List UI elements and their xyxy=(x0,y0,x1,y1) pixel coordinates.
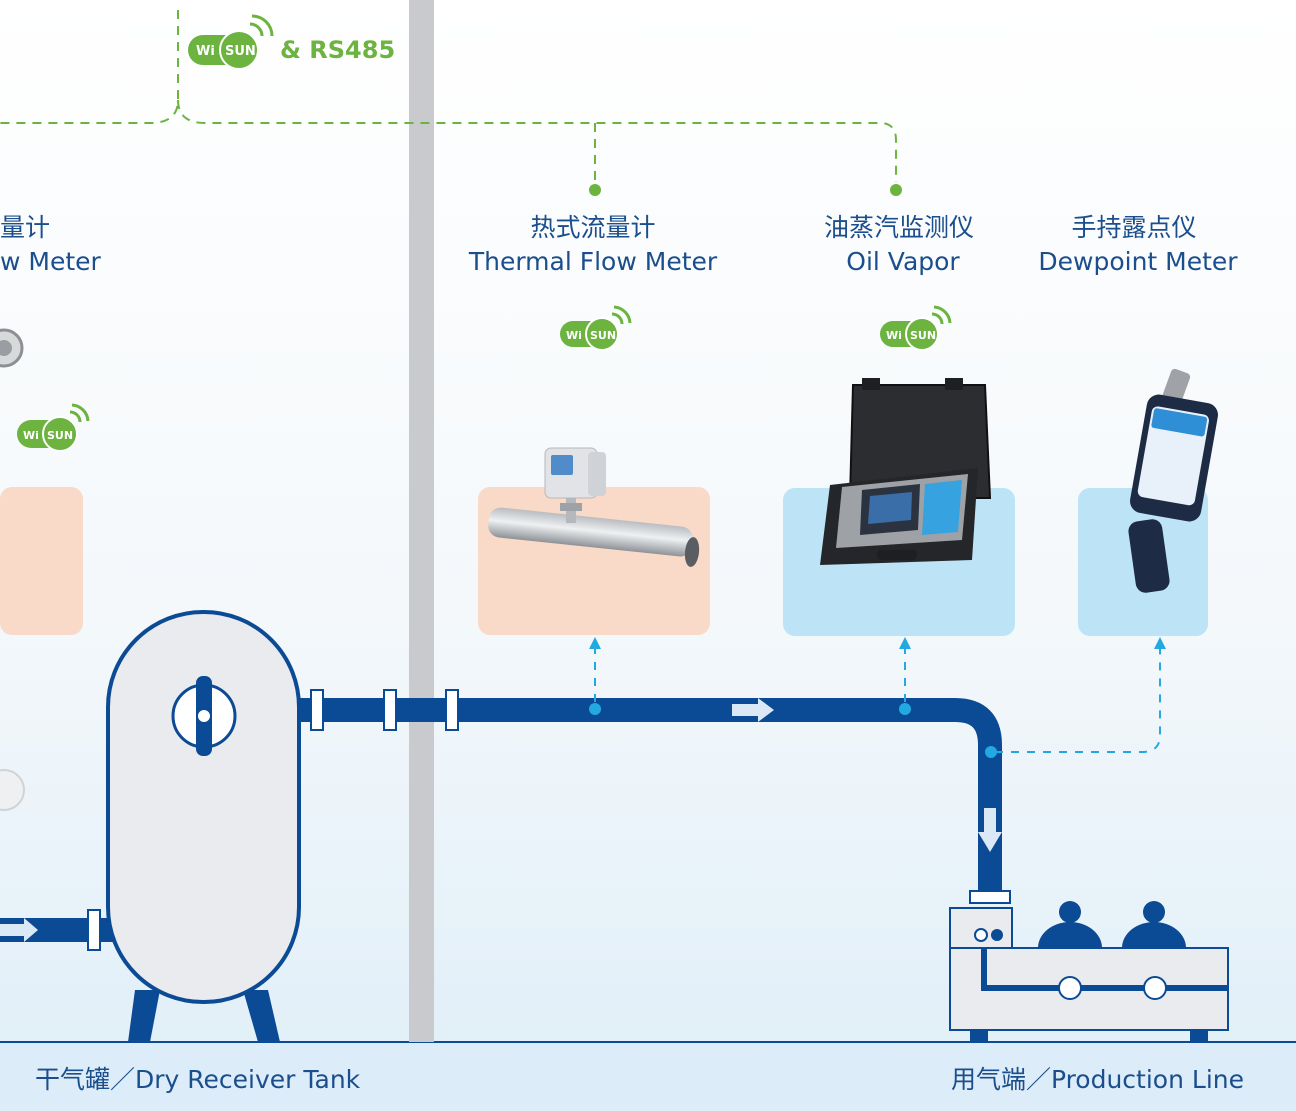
measurement-lines xyxy=(594,646,1161,753)
wisun-badge-thermal: Wi SUN xyxy=(560,305,632,351)
dewpoint-handheld-image xyxy=(1128,368,1218,593)
left-device-label-cn: 量计 xyxy=(0,213,50,242)
thermal-flow-meter-image xyxy=(488,447,700,567)
svg-text:SUN: SUN xyxy=(590,329,616,342)
oilvapor-label-en: Oil Vapor xyxy=(846,247,960,276)
operator-icon xyxy=(1038,901,1186,948)
network-lines xyxy=(0,10,897,182)
network-node-oilvapor xyxy=(890,184,902,196)
svg-text:SUN: SUN xyxy=(910,329,936,342)
oilvapor-label-cn: 油蒸汽监测仪 xyxy=(824,213,974,242)
floor-band xyxy=(0,1042,1296,1111)
left-device-label-en: w Meter xyxy=(0,247,102,276)
measurement-arrows xyxy=(589,637,1166,649)
dry-receiver-tank xyxy=(106,610,301,1042)
wisun-badge-oilvapor: Wi SUN xyxy=(880,305,952,351)
measurement-points xyxy=(589,703,997,758)
thermal-label-en: Thermal Flow Meter xyxy=(468,247,718,276)
tank-label: 干气罐／Dry Receiver Tank xyxy=(35,1065,361,1094)
svg-text:Wi: Wi xyxy=(566,329,582,342)
left-device-panel xyxy=(0,487,83,635)
divider-wall xyxy=(409,0,434,1042)
left-device-sensor xyxy=(0,328,25,811)
network-node-thermal xyxy=(589,184,601,196)
svg-text:SUN: SUN xyxy=(47,429,73,442)
dewpoint-label-cn: 手持露点仪 xyxy=(1071,213,1196,242)
svg-text:SUN: SUN xyxy=(225,44,256,59)
dewpoint-label-en: Dewpoint Meter xyxy=(1038,247,1238,276)
flow-arrow-icon xyxy=(0,698,1002,942)
pipe-flanges xyxy=(87,689,1011,951)
network-label: & RS485 xyxy=(280,36,395,64)
thermal-label-cn: 热式流量计 xyxy=(530,213,655,242)
production-line-label: 用气端／Production Line xyxy=(951,1065,1244,1094)
tank-valve-icon xyxy=(171,676,237,756)
oil-vapor-instrument-image xyxy=(820,378,992,565)
wisun-badge: Wi SUN xyxy=(188,14,274,70)
svg-text:Wi: Wi xyxy=(196,44,215,59)
svg-text:Wi: Wi xyxy=(886,329,902,342)
production-equipment xyxy=(949,907,1229,1042)
wisun-badge-left: Wi SUN xyxy=(17,403,90,452)
svg-text:Wi: Wi xyxy=(23,429,39,442)
